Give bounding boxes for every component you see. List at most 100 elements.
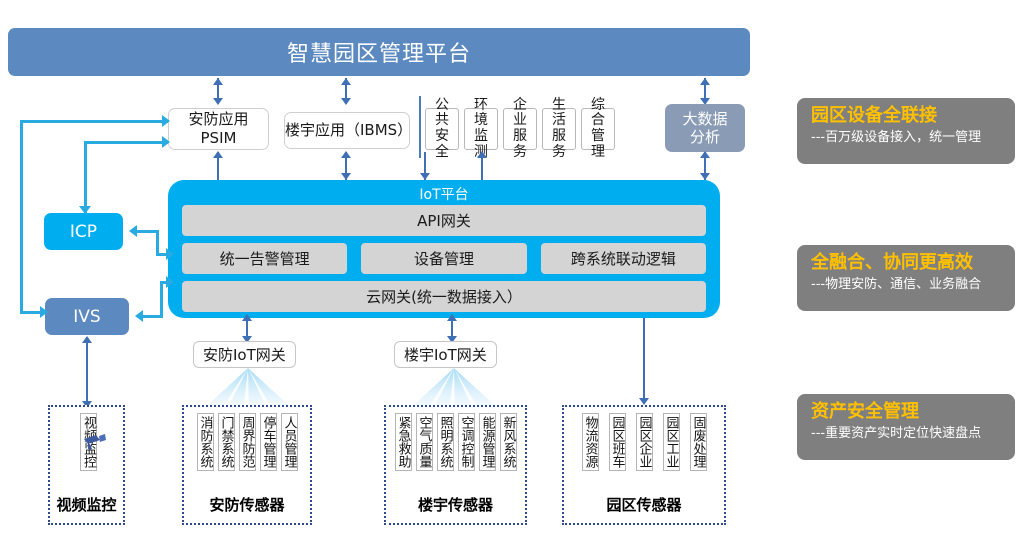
- link-iot-to-ivs-v: [160, 281, 163, 318]
- node-icp[interactable]: ICP: [44, 213, 123, 250]
- arrow-platform-to-bigdata: [704, 78, 706, 100]
- link-iot-to-ivs-h: [143, 315, 163, 318]
- sensor-item-fire-system[interactable]: 消防系统: [196, 413, 214, 471]
- sensor-group-campus-label: 园区传感器: [606, 496, 682, 514]
- sensor-item-access-control[interactable]: 门禁系统: [217, 413, 235, 471]
- iot-row-services: 统一告警管理 设备管理 跨系统联动逻辑: [182, 243, 706, 274]
- sensor-item-emergency-aid[interactable]: 紧急救助: [394, 413, 412, 471]
- node-ivs[interactable]: IVS: [45, 298, 129, 335]
- platform-title-bar: 智慧园区管理平台: [8, 28, 750, 76]
- iot-platform-title: IoT平台: [419, 187, 469, 203]
- sensor-group-building-label: 楼宇传感器: [417, 496, 493, 514]
- arrow-iot-to-security-gw: [246, 318, 248, 341]
- feature-sub-asset-security: ---重要资产实时定位快速盘点: [811, 425, 982, 441]
- sensor-items-video: 视频监控: [76, 413, 106, 471]
- sensor-items-building: 紧急救助 空气质量 照明系统 空调控制 能源管理 新风系统: [394, 413, 517, 471]
- arrowhead-bld-gw-down: [447, 336, 457, 343]
- sensor-group-campus: 物流资源 园区班车 园区企业 园区工业 固废处理 园区传感器: [562, 405, 726, 525]
- arrow-platform-to-ibms: [345, 78, 347, 100]
- app-box-enterprise-service-label: 企业服务: [513, 96, 527, 160]
- sensor-item-perimeter-defense[interactable]: 周界防范: [238, 413, 256, 471]
- camera-icon: [84, 434, 106, 450]
- arrow-iot-to-building-gw: [451, 318, 453, 341]
- sensor-item-campus-shuttle[interactable]: 园区班车: [608, 413, 626, 471]
- sensor-item-lighting-system[interactable]: 照明系统: [436, 413, 454, 471]
- arrowhead-platform-to-psim-down: [213, 98, 223, 105]
- beam-security-gateway: [199, 368, 297, 413]
- sensor-item-campus-enterprise[interactable]: 园区企业: [635, 413, 653, 471]
- gateway-security-iot-label: 安防IoT网关: [203, 346, 286, 364]
- app-box-integrated-mgmt[interactable]: 综合管理: [581, 97, 615, 159]
- arrowhead-iot-in-lower: [166, 276, 174, 288]
- arrow-iot-to-campus-sensors: [643, 318, 645, 403]
- arrowhead-video-down: [82, 401, 92, 408]
- link-icp-to-psim-v: [84, 141, 87, 213]
- app-box-bigdata-analytics[interactable]: 大数据分析: [665, 104, 745, 152]
- arrow-envmonitor-to-iot: [481, 152, 483, 180]
- link-iot-to-icp-h: [137, 230, 159, 233]
- app-box-ibms[interactable]: 楼宇应用（IBMS）: [284, 112, 413, 149]
- iot-device-management[interactable]: 设备管理: [361, 243, 527, 274]
- node-icp-label: ICP: [69, 221, 98, 242]
- sensor-group-video: 视频监控 视频监控: [48, 405, 125, 525]
- arrowhead-ivs-in: [135, 310, 143, 322]
- arrowhead-sec-gw-down: [242, 336, 252, 343]
- iot-cloud-gateway[interactable]: 云网关(统一数据接入）: [182, 281, 706, 312]
- sensor-item-energy-management[interactable]: 能源管理: [478, 413, 496, 471]
- arrowhead-to-psim-second: [162, 136, 170, 148]
- link-iot-to-icp-v: [156, 230, 159, 256]
- beam-building-gateway: [405, 368, 503, 413]
- iot-alarm-management[interactable]: 统一告警管理: [182, 243, 348, 274]
- app-box-public-safety[interactable]: 公共安全: [425, 97, 459, 159]
- arrowhead-sec-gw-up: [242, 314, 252, 321]
- platform-title: 智慧园区管理平台: [286, 42, 471, 67]
- app-box-ibms-label: 楼宇应用（IBMS）: [285, 121, 413, 140]
- sensor-item-air-quality[interactable]: 空气质量: [415, 413, 433, 471]
- arrowhead-ibms-down: [341, 98, 351, 105]
- iot-platform-panel: IoT平台 API网关 统一告警管理 设备管理 跨系统联动逻辑 云网关(统一数据…: [168, 180, 720, 318]
- sensor-item-hvac-control[interactable]: 空调控制: [457, 413, 475, 471]
- iot-row-api: API网关: [182, 205, 706, 236]
- arrowhead-icp-in: [129, 225, 137, 237]
- sensor-item-logistics-resource[interactable]: 物流资源: [581, 413, 599, 471]
- feature-card-asset-security: 资产安全管理 ---重要资产实时定位快速盘点: [797, 394, 1015, 460]
- link-icp-to-psim-h: [84, 141, 168, 144]
- node-ivs-label: IVS: [73, 306, 101, 327]
- arrowhead-bigdata-iot-down: [700, 173, 710, 180]
- sensor-items-security: 消防系统 门禁系统 周界防范 停车管理 人员管理: [196, 413, 298, 471]
- arrowhead-iot-in-upper: [166, 248, 174, 260]
- arrowhead-ibms-up: [341, 78, 351, 85]
- arrowhead-bigdata-down: [700, 98, 710, 105]
- link-psim-to-ivs-h-top: [20, 120, 168, 123]
- sensor-item-fresh-air-system[interactable]: 新风系统: [499, 413, 517, 471]
- feature-title-device-connectivity: 园区设备全联接: [811, 105, 937, 126]
- arrowhead-platform-to-psim-up: [213, 78, 223, 85]
- link-iot-to-icp-h2: [156, 253, 172, 256]
- gateway-building-iot[interactable]: 楼宇IoT网关: [394, 341, 497, 368]
- feature-sub-convergence: ---物理安防、通信、业务融合: [811, 276, 982, 292]
- app-box-integrated-mgmt-label: 综合管理: [591, 96, 605, 160]
- arrowhead-ibms-iot-down: [341, 173, 351, 180]
- arrowhead-bigdata-up: [700, 78, 710, 85]
- iot-cross-system-logic[interactable]: 跨系统联动逻辑: [540, 243, 706, 274]
- arrowhead-envmonitor-up: [477, 151, 487, 158]
- sensor-group-security: 消防系统 门禁系统 周界防范 停车管理 人员管理 安防传感器: [182, 405, 312, 525]
- arrow-publicsafety-to-iot: [424, 152, 426, 180]
- arrow-ibms-to-iot: [345, 152, 347, 180]
- sensor-item-parking-management[interactable]: 停车管理: [259, 413, 277, 471]
- sensor-item-solid-waste[interactable]: 固废处理: [689, 413, 707, 471]
- arrowhead-to-psim-top: [162, 115, 170, 127]
- arrowhead-psim-iot-up: [213, 151, 223, 158]
- gateway-security-iot[interactable]: 安防IoT网关: [193, 341, 296, 368]
- app-box-enterprise-service[interactable]: 企业服务: [503, 97, 537, 159]
- app-box-env-monitor[interactable]: 环境监测: [464, 97, 498, 159]
- sensor-item-campus-industry[interactable]: 园区工业: [662, 413, 680, 471]
- iot-api-gateway[interactable]: API网关: [182, 205, 706, 236]
- arrow-bigdata-to-iot: [704, 152, 706, 180]
- app-section-divider: [419, 96, 421, 158]
- arrowhead-bigdata-iot-up: [700, 151, 710, 158]
- sensor-item-personnel-management[interactable]: 人员管理: [280, 413, 298, 471]
- link-psim-to-ivs-v: [20, 120, 23, 313]
- app-box-life-service[interactable]: 生活服务: [542, 97, 576, 159]
